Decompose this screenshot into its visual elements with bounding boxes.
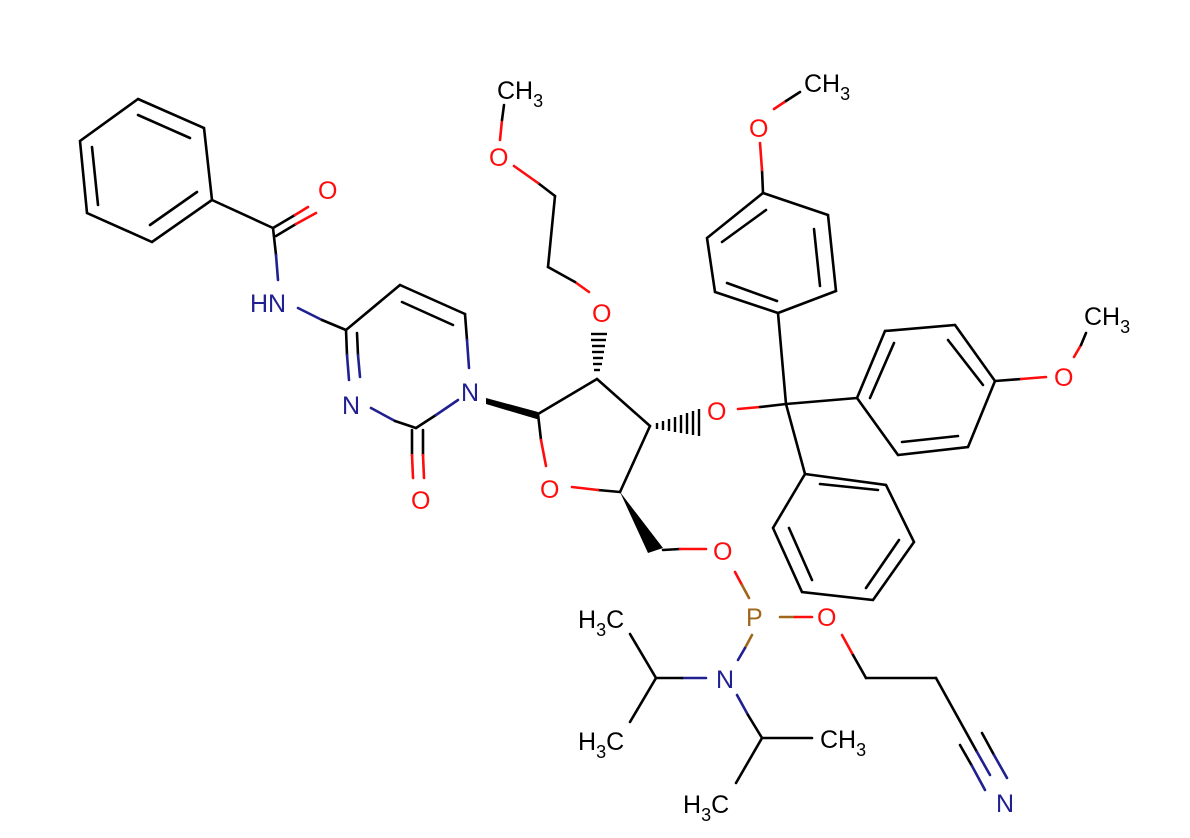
nitrile-nitrogen-label: N [996,790,1014,818]
methoxy-oxygen-upper-label: O [749,115,768,143]
cyanoethyl-oxygen-label: O [817,604,836,632]
wedge-bond-n1-c1prime [486,398,540,420]
amide-nh-label: HN [250,290,286,318]
methyl-label-3: CH3 [820,726,866,760]
methoxyphenyl-ring-upper [705,90,838,315]
trityl-linkage [736,402,788,411]
o5prime-label: O [713,538,732,566]
phosphoramidite-linkage [661,547,814,662]
moe-oxygen-label: O [489,144,508,172]
methoxy-oxygen-right-label: O [1054,364,1073,392]
cytosine-n1-label: N [461,379,479,407]
methoxy-methyl-right-label: CH3 [1084,303,1130,337]
trityl-center [776,311,859,476]
hash-bond-c3prime [655,409,701,436]
hash-bond-c2prime [591,332,607,372]
methoxyethyl-chain [498,103,591,294]
oxygen-benzoyl-label: O [318,177,337,205]
methyl-label-4: H3C [683,791,729,825]
ring-oxygen-label: O [540,476,559,504]
cytosine-o2-label: O [411,487,430,515]
wedge-bond-c4prime-c5prime [620,492,663,553]
benzoyl-phenyl-ring [78,97,214,244]
cyanoethyl-group [840,633,1009,792]
cytosine-n3-label: N [342,392,360,420]
phosphorus-label: P [746,604,763,632]
o3prime-label: O [707,398,726,426]
moe-methyl-label: CH3 [497,77,543,111]
methoxy-methyl-upper-label: CH3 [804,70,850,104]
o2prime-label: O [592,300,611,328]
methyl-label-1: H3C [578,606,624,640]
methyl-label-2: H3C [578,728,624,762]
methoxyphenyl-ring-right [855,323,1088,457]
ribose-ring [536,377,652,494]
cytosine-ring [344,283,471,480]
diisopropylamino-group [628,632,814,785]
amine-nitrogen-label: N [716,666,734,694]
phenyl-ring-lower [771,472,916,602]
amide-group [210,198,348,332]
atom-labels: O HN N N O O CH3 O O O O P O N H3C H3C C… [250,70,1130,825]
